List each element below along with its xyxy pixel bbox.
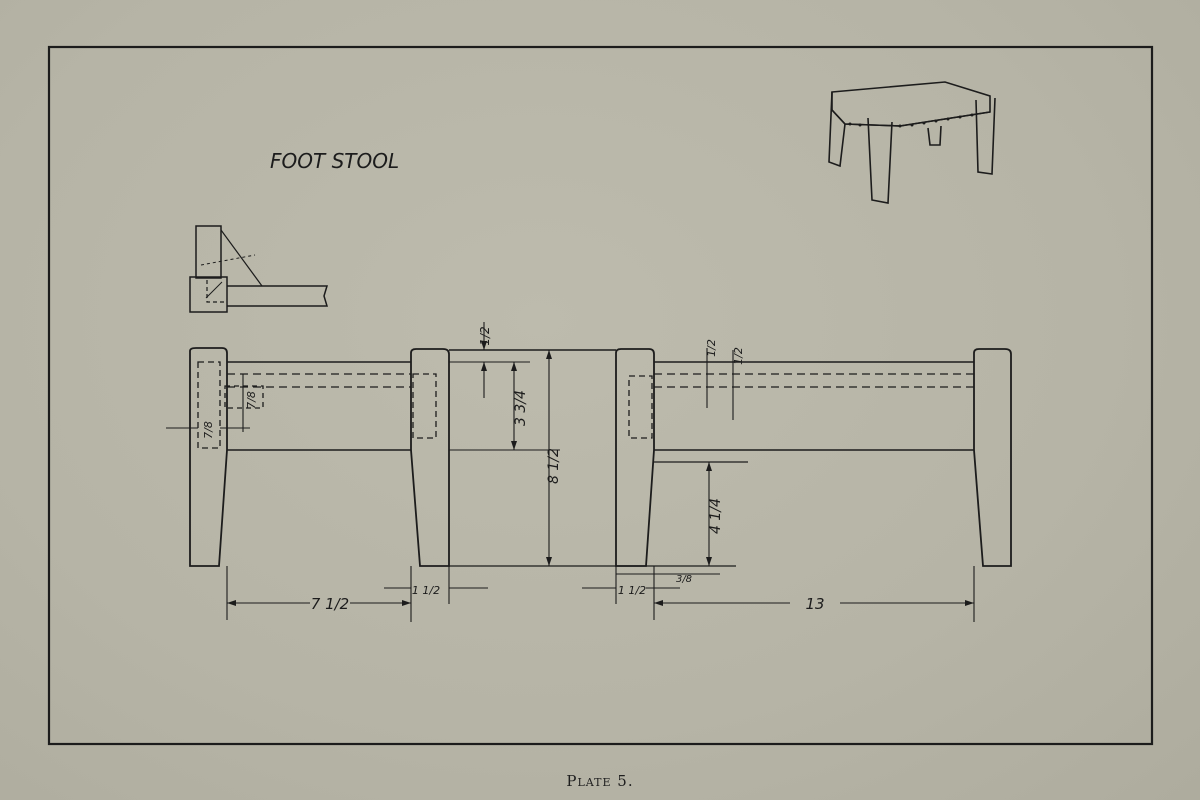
leg-right <box>973 348 1012 567</box>
corner-joint-detail <box>189 225 329 313</box>
leg-left <box>189 347 228 567</box>
dimension-lines <box>166 322 975 622</box>
seat-block <box>449 349 736 567</box>
dim-label-leg-gap: 4 1/4 <box>708 498 724 534</box>
dim-label-top-half: 1/2 <box>478 326 492 345</box>
dim-label-length-right: 13 <box>805 595 824 613</box>
dim-label-leg-left: 1 1/2 <box>412 584 440 597</box>
dim-label-rail-depth: 3 3/4 <box>513 390 529 426</box>
rail-right <box>628 361 974 463</box>
plate-caption: Plate 5. <box>566 772 634 790</box>
dim-label-taper: 3/8 <box>676 574 692 585</box>
dim-label-height: 8 1/2 <box>546 448 562 484</box>
leg-mid-right <box>615 348 655 567</box>
dim-label-width-left: 7 1/2 <box>311 595 349 613</box>
leg-mid-left <box>410 348 450 567</box>
drawing-border <box>47 45 1154 746</box>
dim-label-seven-eighths-left: 7/8 <box>202 421 215 439</box>
stool-perspective-sketch <box>828 81 996 204</box>
rail-left <box>197 361 437 451</box>
dim-label-right-half-a: 1/2 <box>705 339 718 357</box>
drawing-title: FOOT STOOL <box>270 149 399 173</box>
dimension-arrowheads <box>227 341 974 606</box>
dim-label-seven-eighths-vertical: 7/8 <box>245 391 258 409</box>
dim-label-right-half-b: 1/2 <box>732 347 745 365</box>
dim-label-leg-right: 1 1/2 <box>618 584 646 597</box>
